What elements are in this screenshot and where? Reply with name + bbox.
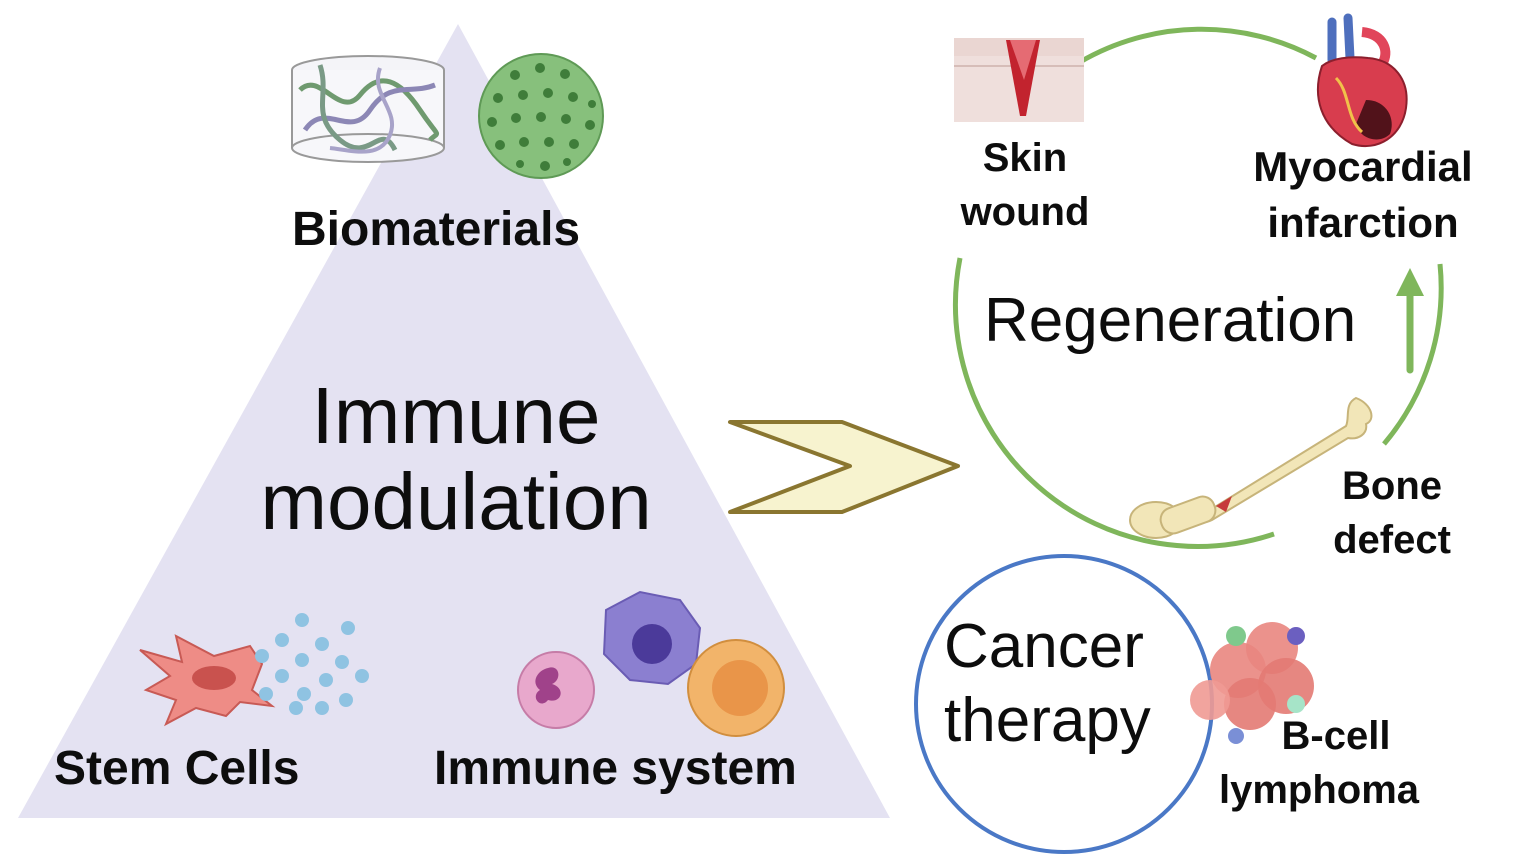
cancer-therapy-line2: therapy [944, 686, 1151, 755]
heart-icon [1317, 13, 1408, 148]
hydrogel-icon [291, 55, 445, 163]
regeneration-title: Regeneration [984, 286, 1357, 355]
immune-cells-icon [517, 590, 785, 737]
secreted-particles [255, 613, 369, 715]
b-cell-lymphoma-line1: B-cell [1281, 714, 1391, 758]
bone-icon [1129, 396, 1373, 539]
green-sphere-icon [478, 53, 604, 179]
bone-defect-label: Bone defect [1314, 466, 1470, 560]
regeneration-circle [953, 26, 1444, 549]
biomaterials-label: Biomaterials [292, 203, 581, 256]
skin-wound-line2: wound [960, 190, 1090, 234]
cancer-therapy-line1: Cancer [944, 612, 1144, 681]
b-cell-lymphoma-line2: lymphoma [1218, 768, 1420, 812]
immune-modulation-title: Immune modulation [236, 376, 676, 542]
skin-wound-icon [954, 38, 1084, 122]
b-cell-lymphoma-label: B-cell lymphoma [1200, 716, 1438, 810]
direction-arrow [728, 420, 960, 514]
immune-modulation-line1: Immune [311, 371, 601, 460]
bone-defect-line1: Bone [1342, 464, 1442, 508]
skin-wound-label: Skin wound [940, 138, 1110, 232]
skin-wound-line1: Skin [982, 136, 1068, 180]
myocardial-infarction-label: Myocardial infarction [1240, 146, 1486, 244]
myocardial-infarction-line1: Myocardial [1253, 143, 1473, 190]
immune-modulation-line2: modulation [260, 457, 652, 546]
cancer-therapy-title: Cancer therapy [944, 616, 1188, 752]
stem-cells-label: Stem Cells [54, 742, 300, 795]
myocardial-infarction-line2: infarction [1267, 199, 1459, 246]
immune-system-label: Immune system [434, 742, 797, 795]
lymphoma-icon [1190, 622, 1314, 744]
bone-defect-line2: defect [1333, 518, 1451, 562]
regeneration-arrow-icon [1396, 268, 1424, 374]
stem-cell-icon [139, 634, 276, 727]
